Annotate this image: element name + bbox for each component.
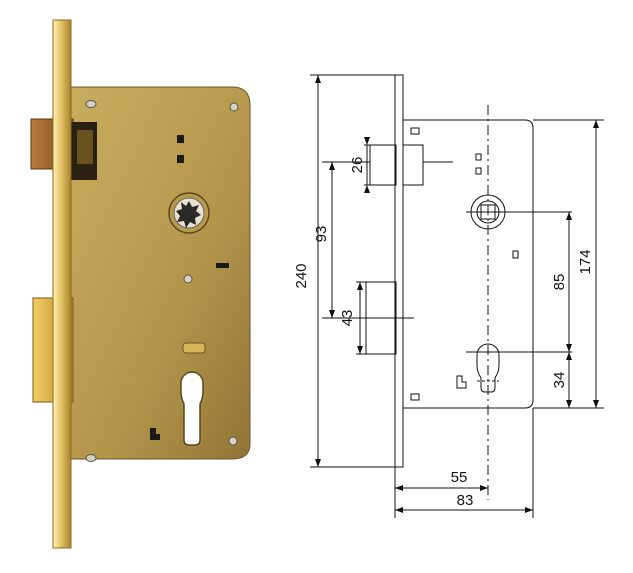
dimension-labels: 240 93 26 43 174 85 34 55 83: [293, 157, 594, 509]
drawing-latch: [369, 144, 397, 186]
drawing-cylinder: [476, 343, 500, 393]
follower-hub: [168, 192, 210, 234]
dim-label-174: 174: [577, 249, 594, 274]
hook-slot: [150, 428, 160, 440]
case-slot-3: [216, 263, 229, 268]
lever-stub: [182, 342, 206, 354]
dim-label-26: 26: [349, 157, 366, 174]
drawing-faceplate: [394, 74, 404, 468]
dim-label-240: 240: [293, 263, 310, 288]
dim-label-34: 34: [551, 372, 568, 389]
dim-label-83: 83: [457, 492, 474, 509]
euro-cylinder-hole: [180, 371, 204, 446]
faceplate: [52, 19, 72, 549]
dimension-arrows: [315, 75, 599, 513]
case-screws: [85, 100, 239, 462]
drawing-case: [402, 119, 534, 409]
drawing-latch-tail: [402, 144, 424, 186]
case-slot-1: [177, 135, 184, 143]
dim-label-43: 43: [339, 310, 356, 327]
lock-case-body: [69, 86, 251, 460]
latch-tail: [77, 130, 93, 164]
technical-drawing: [310, 74, 604, 518]
dim-label-55: 55: [451, 469, 468, 486]
lock-photo: [30, 19, 251, 549]
dim-label-85: 85: [551, 274, 568, 291]
dim-label-93: 93: [313, 226, 330, 243]
case-slot-2: [177, 155, 184, 163]
